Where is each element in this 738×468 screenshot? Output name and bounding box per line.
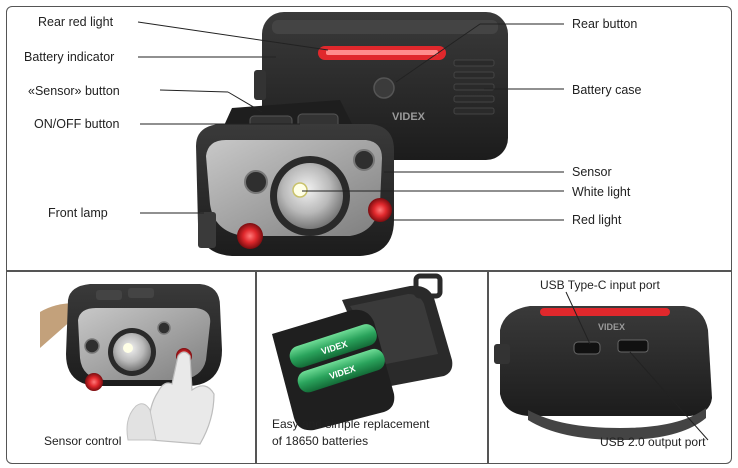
- label-on-off-button: ON/OFF button: [34, 117, 120, 131]
- label-sensor: Sensor: [572, 165, 612, 179]
- label-rear-button: Rear button: [572, 17, 638, 31]
- label-front-lamp: Front lamp: [48, 206, 108, 220]
- label-sensor-button: «Sensor» button: [28, 84, 120, 98]
- front-lamp-shape: [196, 100, 394, 256]
- label-red-light: Red light: [572, 213, 622, 227]
- label-usb-output: USB 2.0 output port: [600, 435, 706, 449]
- svg-text:VIDEX: VIDEX: [598, 322, 625, 332]
- videx-logo: VIDEX: [392, 111, 426, 123]
- label-battery-indicator: Battery indicator: [24, 50, 115, 64]
- vertical-divider-right: [487, 270, 489, 464]
- caption-sensor-control: Sensor control: [44, 434, 122, 448]
- label-rear-red-light: Rear red light: [38, 15, 114, 29]
- sensor-control-illustration: [40, 284, 222, 445]
- usb-ports-illustration: VIDEX: [494, 306, 712, 440]
- leader-lines: [137, 21, 564, 221]
- label-battery-case: Battery case: [572, 83, 642, 97]
- vertical-divider-left: [255, 270, 257, 464]
- horizontal-divider: [6, 270, 732, 272]
- battery-box-illustration: VIDEX VIDEX: [272, 273, 453, 431]
- caption-battery-line2: of 18650 batteries: [272, 434, 369, 448]
- label-white-light: White light: [572, 185, 631, 199]
- caption-battery-line1: Easy and simple replacement: [272, 417, 430, 431]
- label-usb-type-c: USB Type-C input port: [540, 278, 660, 292]
